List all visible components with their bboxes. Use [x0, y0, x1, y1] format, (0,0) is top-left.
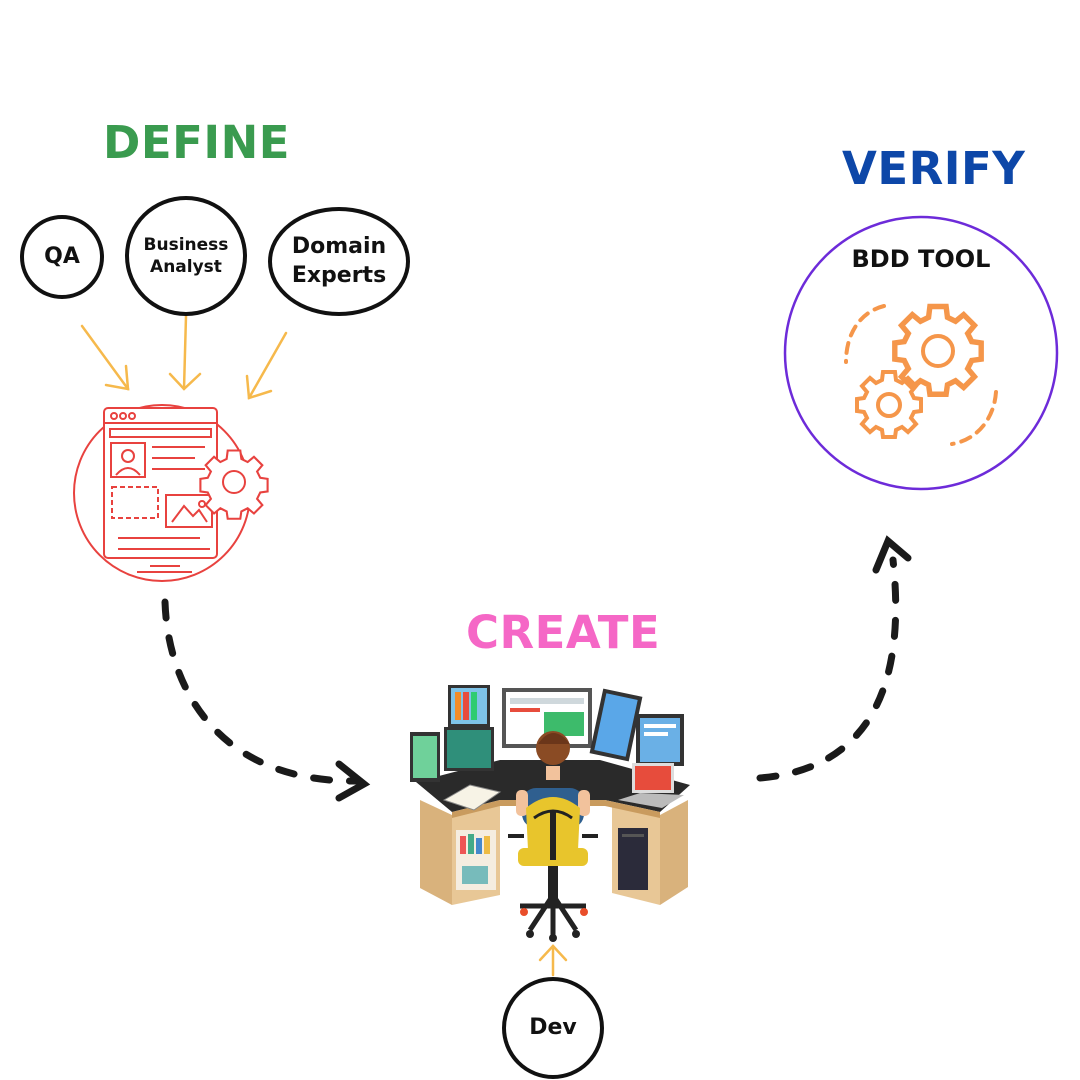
role-business-analyst: Business Analyst [125, 196, 247, 316]
role-dev: Dev [502, 977, 604, 1079]
gears-icon [844, 306, 998, 446]
verify-heading: VERIFY [842, 142, 1026, 195]
create-heading: CREATE [466, 606, 661, 659]
role-domain-experts-line2: Experts [291, 262, 387, 288]
dev-to-create-arrow [538, 944, 568, 977]
bdd-tool-label: BDD TOOL [851, 245, 991, 273]
bdd-tool-ring [783, 215, 1059, 491]
define-heading: DEFINE [103, 116, 290, 169]
role-dev-label: Dev [529, 1014, 577, 1040]
developer-workstation-illustration [410, 685, 690, 942]
spec-document-gear-icon [73, 404, 269, 582]
role-to-spec-arrows [80, 314, 288, 400]
role-qa-label: QA [44, 243, 80, 269]
define-to-create-arrow [161, 598, 371, 802]
role-qa: QA [20, 215, 104, 299]
role-domain-experts-line1: Domain [291, 233, 387, 259]
role-business-analyst-line2: Analyst [150, 257, 222, 277]
role-domain-experts: Domain Experts [268, 207, 410, 316]
role-business-analyst-line1: Business [143, 234, 229, 255]
create-to-verify-arrow [756, 535, 912, 782]
